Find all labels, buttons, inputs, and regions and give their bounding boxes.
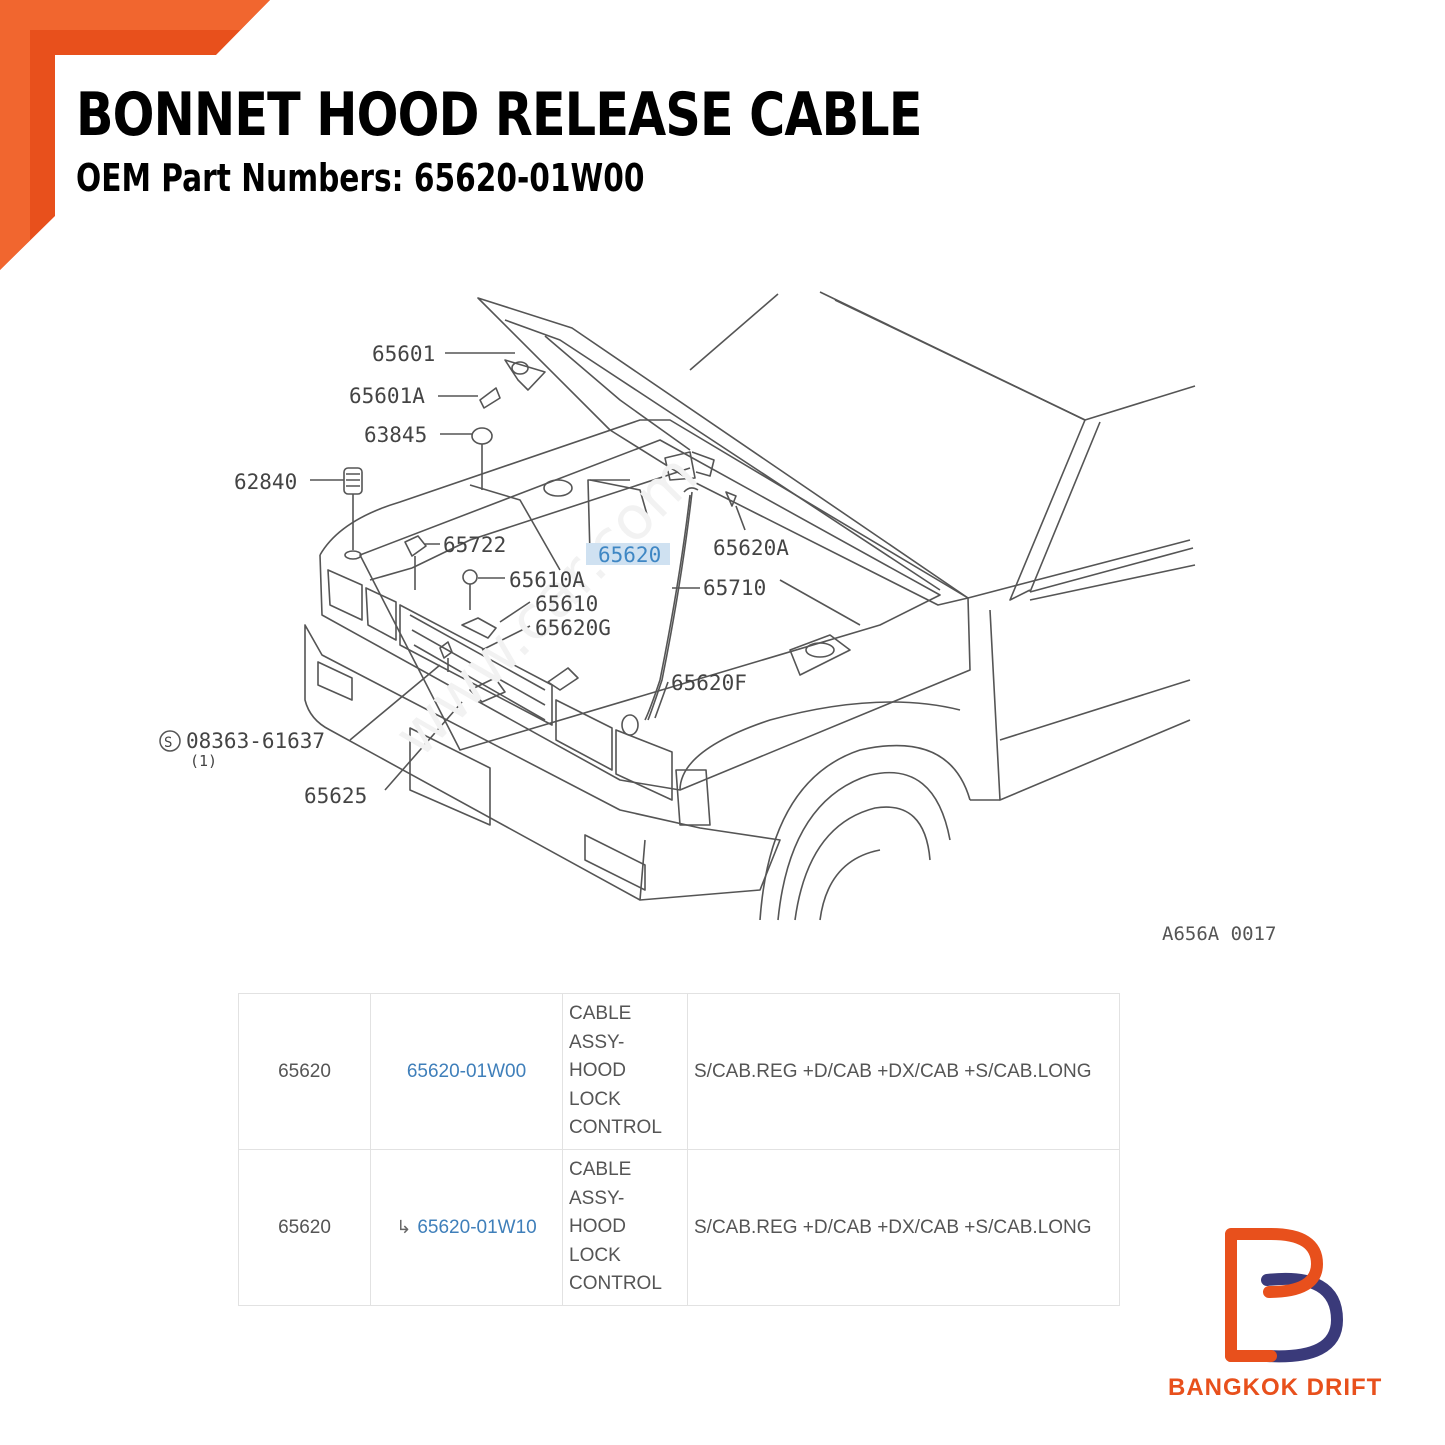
callout-65620g: 65620G <box>535 616 611 640</box>
callout-65610: 65610 <box>535 592 598 616</box>
callout-63845: 63845 <box>364 423 427 447</box>
part-number-cell: ↳65620-01W10 <box>370 1149 563 1306</box>
callout-highlight <box>586 543 670 565</box>
svg-text:S: S <box>164 735 172 751</box>
oem-part-numbers: OEM Part Numbers: 65620-01W00 <box>76 156 645 200</box>
brand-logo-icon <box>1225 1228 1344 1363</box>
callout-08363-qty: (1) <box>190 752 217 770</box>
page-title: BONNET HOOD RELEASE CABLE <box>76 80 922 150</box>
callout-62840: 62840 <box>234 470 297 494</box>
description-cell: CABLE ASSY- HOOD LOCK CONTROL <box>562 1149 688 1306</box>
ref-number: 65620 <box>238 1149 371 1306</box>
part-number-link[interactable]: 65620-01W10 <box>417 1216 537 1238</box>
brand-name: BANGKOK DRIFT <box>1168 1374 1383 1401</box>
callout-65601a: 65601A <box>349 384 425 408</box>
description-line: CABLE <box>569 1159 632 1181</box>
callout-08363-61637: 08363-61637 <box>186 729 325 753</box>
callout-65601: 65601 <box>372 342 435 366</box>
description-cell: CABLE ASSY- HOOD LOCK CONTROL <box>562 993 688 1150</box>
return-arrow-icon: ↳ <box>396 1216 412 1237</box>
callout-65625: 65625 <box>304 784 367 808</box>
description-line: HOOD <box>569 1060 626 1082</box>
table-row: 65620 ↳65620-01W10 CABLE ASSY- HOOD LOCK… <box>238 1149 1120 1306</box>
diagram-code: A656A 0017 <box>1162 923 1276 945</box>
models-cell: S/CAB.REG +D/CAB +DX/CAB +S/CAB.LONG <box>687 1149 1120 1306</box>
description-line: LOCK <box>569 1088 621 1110</box>
models-cell: S/CAB.REG +D/CAB +DX/CAB +S/CAB.LONG <box>687 993 1120 1150</box>
description-line: ASSY- <box>569 1187 625 1209</box>
description-line: CONTROL <box>569 1273 662 1295</box>
callout-65620: 65620 <box>598 543 661 567</box>
part-number-cell: 65620-01W00 <box>370 993 563 1150</box>
description-line: CONTROL <box>569 1117 662 1139</box>
description-line: HOOD <box>569 1216 626 1238</box>
parts-diagram: www.car.com 65601 65601A 63845 62840 657… <box>159 291 1276 945</box>
corner-ribbon <box>0 0 270 270</box>
description-line: LOCK <box>569 1244 621 1266</box>
callout-65710: 65710 <box>703 576 766 600</box>
callout-65610a: 65610A <box>509 568 585 592</box>
ref-number: 65620 <box>238 993 371 1150</box>
callout-65620a: 65620A <box>713 536 789 560</box>
parts-table: 65620 65620-01W00 CABLE ASSY- HOOD LOCK … <box>238 993 1120 1306</box>
callout-65620f: 65620F <box>671 671 747 695</box>
callout-65722: 65722 <box>443 533 506 557</box>
standard-part-icon <box>159 730 181 752</box>
table-row: 65620 65620-01W00 CABLE ASSY- HOOD LOCK … <box>238 993 1120 1150</box>
description-line: ASSY- <box>569 1031 625 1053</box>
part-number-link[interactable]: 65620-01W00 <box>406 1060 527 1082</box>
description-line: CABLE <box>569 1003 632 1025</box>
